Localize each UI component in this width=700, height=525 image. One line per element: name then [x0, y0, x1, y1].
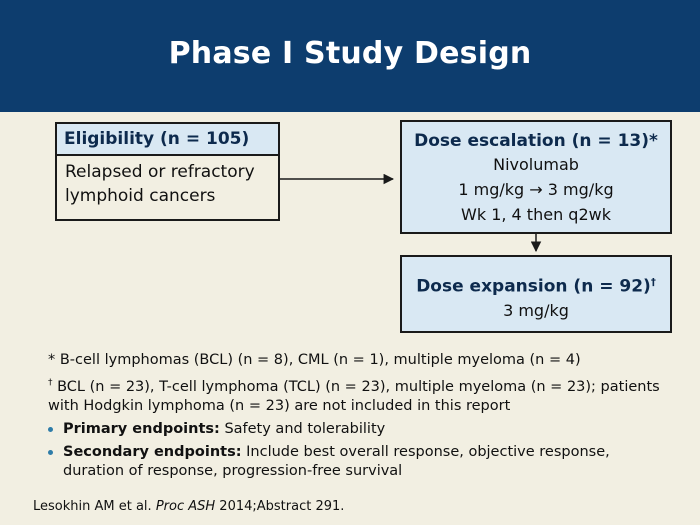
footnote-mark: † — [48, 378, 53, 388]
dose-expansion-title-row: Dose expansion (n = 92)† — [402, 272, 670, 298]
eligibility-box: Eligibility (n = 105) Relapsed or refrac… — [55, 122, 280, 221]
eligibility-line: Relapsed or refractory — [65, 162, 255, 182]
bullet-item: Primary endpoints: Safety and tolerabili… — [48, 420, 668, 439]
bullet-text: Safety and tolerability — [224, 420, 386, 437]
dose-escalation-line: Wk 1, 4 then q2wk — [461, 205, 611, 224]
slide-title: Phase I Study Design — [168, 36, 532, 71]
citation-journal: Proc ASH — [155, 499, 216, 514]
header-bar: Phase I Study Design — [0, 0, 700, 112]
bullet-label: Secondary endpoints: — [63, 443, 242, 460]
dose-expansion-title: Dose expansion (n = 92) — [416, 276, 651, 297]
bullet-text: Include best overall response, objective… — [63, 443, 610, 479]
bullet-label: Primary endpoints: — [63, 420, 220, 437]
footnote-text: B-cell lymphomas (BCL) (n = 8), CML (n =… — [59, 352, 581, 368]
dose-escalation-box: Dose escalation (n = 13)* Nivolumab 1 mg… — [400, 120, 672, 234]
dose-expansion-line: 3 mg/kg — [503, 300, 569, 320]
citation-details: 2014;Abstract 291. — [219, 499, 345, 514]
footnotes-section: * B-cell lymphomas (BCL) (n = 8), CML (n… — [48, 351, 668, 485]
dose-escalation-title: Dose escalation (n = 13)* — [414, 131, 658, 151]
footnote-text: BCL (n = 23), T-cell lymphoma (TCL) (n =… — [48, 378, 660, 414]
footnote: † BCL (n = 23), T-cell lymphoma (TCL) (n… — [48, 374, 668, 416]
citation-authors: Lesokhin AM et al. — [33, 499, 152, 514]
eligibility-title: Eligibility (n = 105) — [57, 124, 278, 156]
dose-escalation-line: 1 mg/kg → 3 mg/kg — [458, 180, 614, 199]
dose-expansion-box: Dose expansion (n = 92)† 3 mg/kg — [400, 255, 672, 333]
eligibility-body: Relapsed or refractory lymphoid cancers — [65, 160, 272, 208]
eligibility-line: lymphoid cancers — [65, 186, 216, 206]
dose-escalation-line: Nivolumab — [493, 155, 579, 174]
footnote: * B-cell lymphomas (BCL) (n = 8), CML (n… — [48, 351, 668, 370]
bullet-item: Secondary endpoints: Include best overal… — [48, 443, 668, 481]
bullet-dot-icon — [48, 449, 53, 455]
footnote-mark: * — [48, 352, 56, 368]
dagger-mark: † — [650, 277, 656, 288]
citation: Lesokhin AM et al. Proc ASH 2014;Abstrac… — [33, 499, 344, 514]
bullet-dot-icon — [48, 426, 53, 432]
